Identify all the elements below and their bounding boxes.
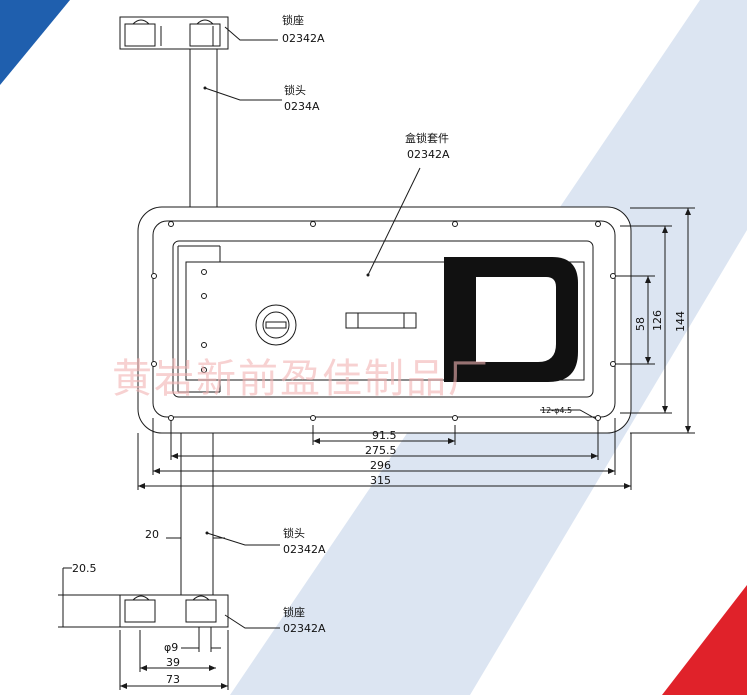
lock-plate [185,261,585,381]
label-box-kit-code: 02342A [407,148,450,161]
dimension-arrows [120,208,691,689]
label-seat-bottom-code: 02342A [283,622,326,635]
corner-triangle-red [662,585,747,695]
dim-phi-9: φ9 [164,641,178,654]
leader-dot [203,86,207,90]
pull-handle [444,257,578,382]
watermark-text: 黄岩新前盈佳制品厂 [112,356,490,402]
label-head-bottom-name: 锁头 [283,526,305,540]
dim-315: 315 [370,474,391,487]
leader-lines [204,26,599,629]
label-head-top-name: 锁头 [284,83,306,97]
lock-cylinder [255,304,297,346]
dim-73: 73 [166,673,180,686]
label-seat-bottom-name: 锁座 [283,605,305,619]
bottom-lock-bar [180,433,214,595]
dim-20-5: 20.5 [72,562,97,575]
label-head-top-code: 0234A [284,100,320,113]
dim-126: 126 [651,310,664,331]
dim-91-5: 91.5 [372,429,397,442]
top-lock-seat [119,16,229,50]
label-seat-top-name: 锁座 [282,13,304,27]
leader-dot [366,273,370,277]
latch [345,312,417,329]
dim-hole-spec: 12-φ4.5 [541,406,572,415]
dim-296: 296 [370,459,391,472]
dim-39: 39 [166,656,180,669]
dim-58: 58 [634,317,647,331]
leader-dot [205,531,209,535]
bottom-lock-seat [119,594,229,642]
mounting-holes [151,221,616,421]
dim-lines-right [612,207,695,434]
label-seat-top-code: 02342A [282,32,325,45]
label-box-kit-name: 盒锁套件 [405,131,449,145]
dim-275-5: 275.5 [365,444,397,457]
top-lock-bar [189,49,218,210]
label-head-bottom-code: 02342A [283,543,326,556]
dim-20: 20 [145,528,159,541]
dim-lines-bottom [137,418,632,490]
dim-lines-lower-left [58,537,229,690]
corner-triangle-blue [0,0,70,85]
dim-144: 144 [674,311,687,332]
